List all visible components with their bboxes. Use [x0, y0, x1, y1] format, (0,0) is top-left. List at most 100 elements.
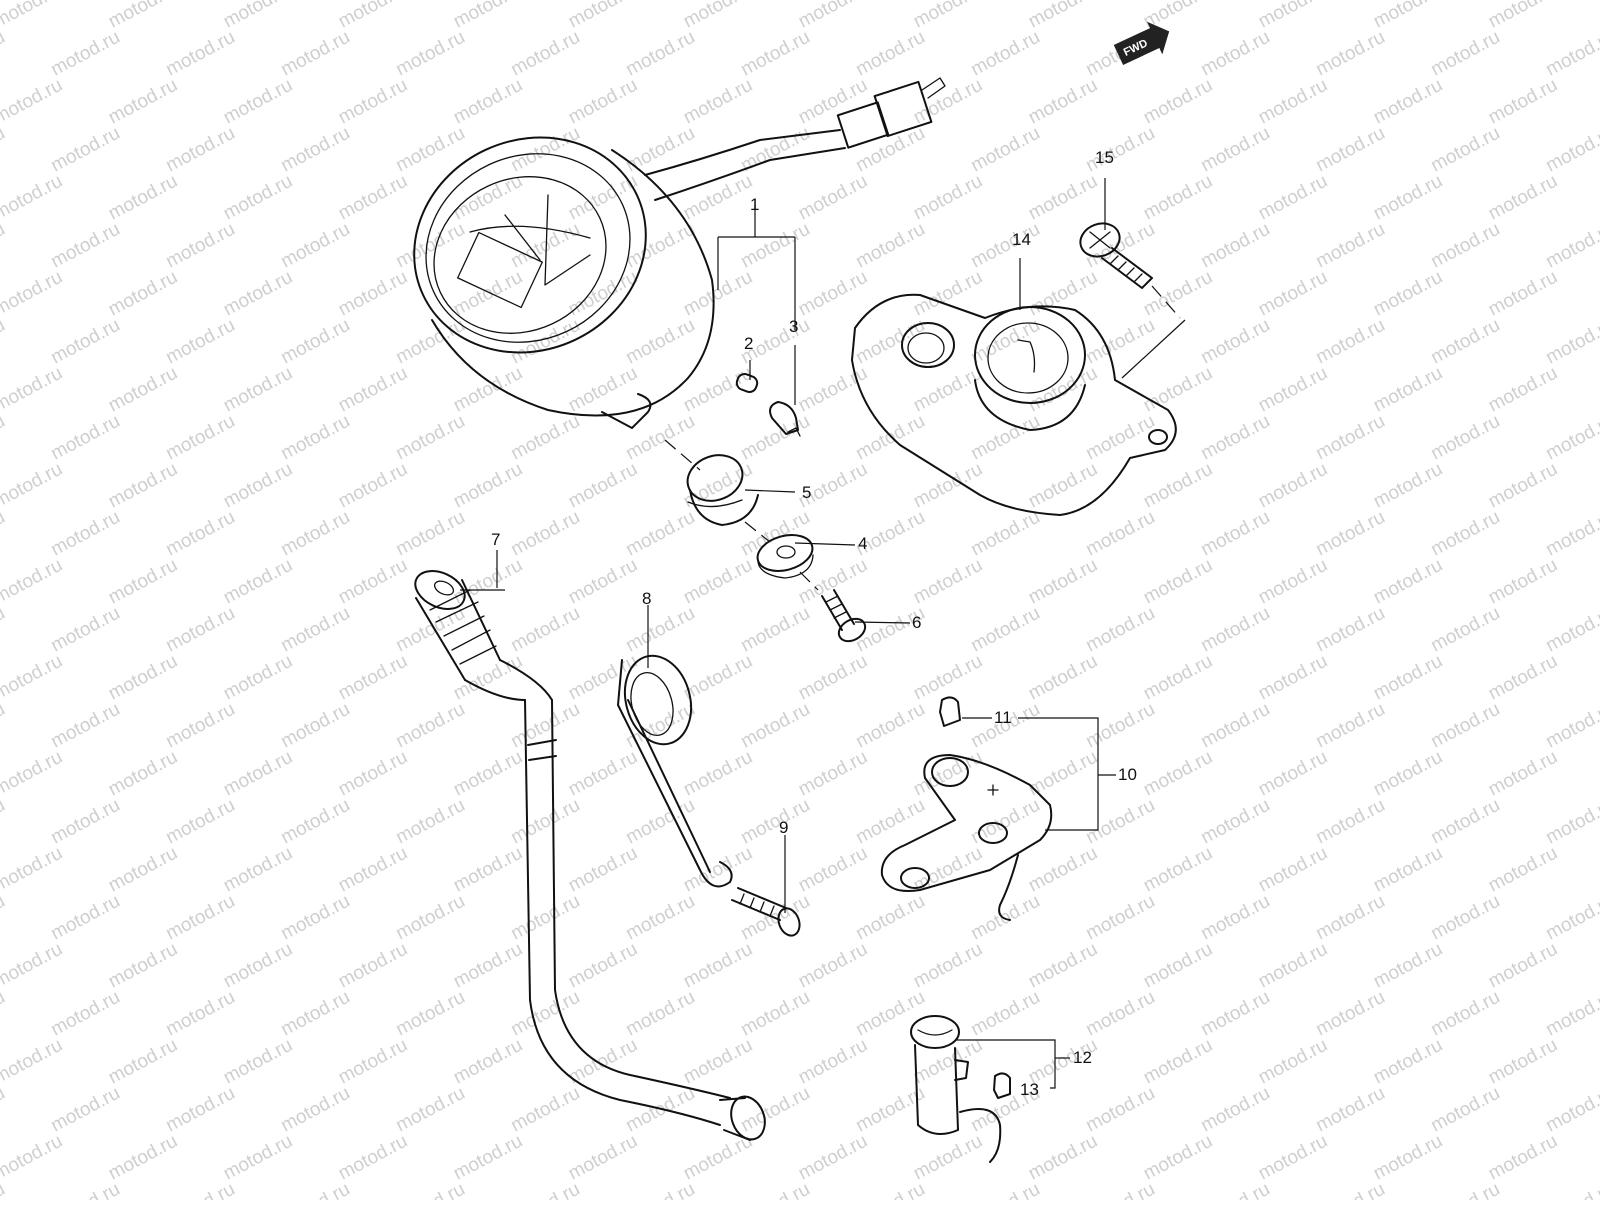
watermark-text: motod.ru [1140, 363, 1216, 417]
watermark-text: motod.ru [1255, 843, 1331, 897]
watermark-text: motod.ru [507, 27, 583, 81]
watermark-text: motod.ru [680, 651, 756, 705]
part-12-indicator-socket [911, 1016, 1000, 1162]
watermark-text: motod.ru [1427, 987, 1503, 1041]
watermark-text: motod.ru [450, 363, 526, 417]
watermark-text: motod.ru [852, 123, 928, 177]
watermark-text: motod.ru [795, 555, 871, 609]
watermark-text: motod.ru [1255, 267, 1331, 321]
watermark-text: motod.ru [105, 75, 181, 129]
watermark-text: motod.ru [220, 1131, 296, 1185]
watermark-text: motod.ru [910, 1035, 986, 1089]
watermark-text: motod.ru [335, 1035, 411, 1089]
watermark-text: motod.ru [1485, 651, 1561, 705]
watermark-text: motod.ru [1140, 75, 1216, 129]
watermark-text: motod.ru [1370, 363, 1446, 417]
watermark-text: motod.ru [1427, 27, 1503, 81]
watermark-text: motod.ru [852, 699, 928, 753]
watermark-text: motod.ru [1485, 459, 1561, 513]
watermark-text: motod.ru [1427, 315, 1503, 369]
watermark-text: motod.ru [507, 123, 583, 177]
watermark-text: motod.ru [795, 1035, 871, 1089]
watermark-text: motod.ru [1255, 1131, 1331, 1185]
watermark-text: motod.ru [1140, 939, 1216, 993]
watermark-text: motod.ru [335, 459, 411, 513]
watermark-text: motod.ru [105, 0, 181, 32]
watermark-text: motod.ru [1255, 363, 1331, 417]
watermark-text: motod.ru [1197, 507, 1273, 561]
watermark-text: motod.ru [1312, 315, 1388, 369]
watermark-text: motod.ru [852, 315, 928, 369]
watermark-text: motod.ru [910, 75, 986, 129]
watermark-text: motod.ru [1025, 555, 1101, 609]
watermark-text: motod.ru [450, 939, 526, 993]
watermark-text: motod.ru [1542, 603, 1600, 657]
watermark-text: motod.ru [0, 843, 66, 897]
watermark-text: motod.ru [565, 843, 641, 897]
watermark-text: motod.ru [162, 507, 238, 561]
watermark-text: motod.ru [1140, 171, 1216, 225]
watermark-text: motod.ru [1312, 27, 1388, 81]
watermark-text: motod.ru [105, 843, 181, 897]
watermark-text: motod.ru [1542, 315, 1600, 369]
watermark-text: motod.ru [1025, 0, 1101, 32]
watermark-text: motod.ru [795, 1131, 871, 1185]
watermark-text: motod.ru [392, 315, 468, 369]
watermark-text: motod.ru [967, 219, 1043, 273]
watermark-text: motod.ru [105, 939, 181, 993]
watermark-text: motod.ru [1427, 1083, 1503, 1137]
watermark-text: motod.ru [450, 0, 526, 32]
watermark-text: motod.ru [680, 747, 756, 801]
watermark-text: motod.ru [1427, 507, 1503, 561]
watermark-text: motod.ru [1485, 363, 1561, 417]
watermark-text: motod.ru [737, 219, 813, 273]
watermark-text: motod.ru [1082, 123, 1158, 177]
watermark-text: motod.ru [622, 411, 698, 465]
watermark-text: motod.ru [622, 987, 698, 1041]
callout-1: 1 [750, 195, 759, 214]
watermark-text: motod.ru [220, 651, 296, 705]
watermark-text: motod.ru [392, 411, 468, 465]
watermark-text: motod.ru [737, 699, 813, 753]
watermark-text: motod.ru [162, 315, 238, 369]
watermark-text: motod.ru [1312, 603, 1388, 657]
watermark-text: motod.ru [910, 363, 986, 417]
callout-6: 6 [912, 613, 921, 632]
part-11-bulb [940, 697, 960, 726]
watermark-text: motod.ru [277, 507, 353, 561]
watermark-text: motod.ru [795, 939, 871, 993]
watermark-text: motod.ru [680, 939, 756, 993]
watermark-text: motod.ru [1197, 987, 1273, 1041]
watermark-text: motod.ru [47, 1083, 123, 1137]
watermark-text: motod.ru [450, 651, 526, 705]
callout-10: 10 [1118, 765, 1137, 784]
watermark-text: motod.ru [680, 555, 756, 609]
watermark-text: motod.ru [335, 75, 411, 129]
watermark-text: motod.ru [622, 507, 698, 561]
watermark-text: motod.ru [1082, 1083, 1158, 1137]
watermark-text: motod.ru [622, 219, 698, 273]
watermark-text: motod.ru [220, 555, 296, 609]
watermark-text: motod.ru [680, 1035, 756, 1089]
watermark-text: motod.ru [220, 1035, 296, 1089]
watermark-text: motod.ru [277, 603, 353, 657]
watermark-text: motod.ru [1542, 507, 1600, 561]
watermark-text: motod.ru [105, 1131, 181, 1185]
watermark-text: motod.ru [910, 0, 986, 32]
watermark-text: motod.ru [392, 507, 468, 561]
watermark-text: motod.ru [335, 555, 411, 609]
watermark-text: motod.ru [852, 1179, 928, 1200]
watermark-text: motod.ru [1140, 1131, 1216, 1185]
watermark-text: motod.ru [392, 891, 468, 945]
watermark-text: motod.ru [1542, 1083, 1600, 1137]
watermark-text: motod.ru [1197, 27, 1273, 81]
watermark-text: motod.ru [1197, 603, 1273, 657]
watermark-text: motod.ru [105, 171, 181, 225]
watermark-text: motod.ru [967, 411, 1043, 465]
watermark-text: motod.ru [565, 555, 641, 609]
watermark-text: motod.ru [680, 75, 756, 129]
watermark-text: motod.ru [910, 267, 986, 321]
watermark-text: motod.ru [1255, 939, 1331, 993]
watermark-text: motod.ru [1427, 1179, 1503, 1200]
watermark-text: motod.ru [1025, 1131, 1101, 1185]
